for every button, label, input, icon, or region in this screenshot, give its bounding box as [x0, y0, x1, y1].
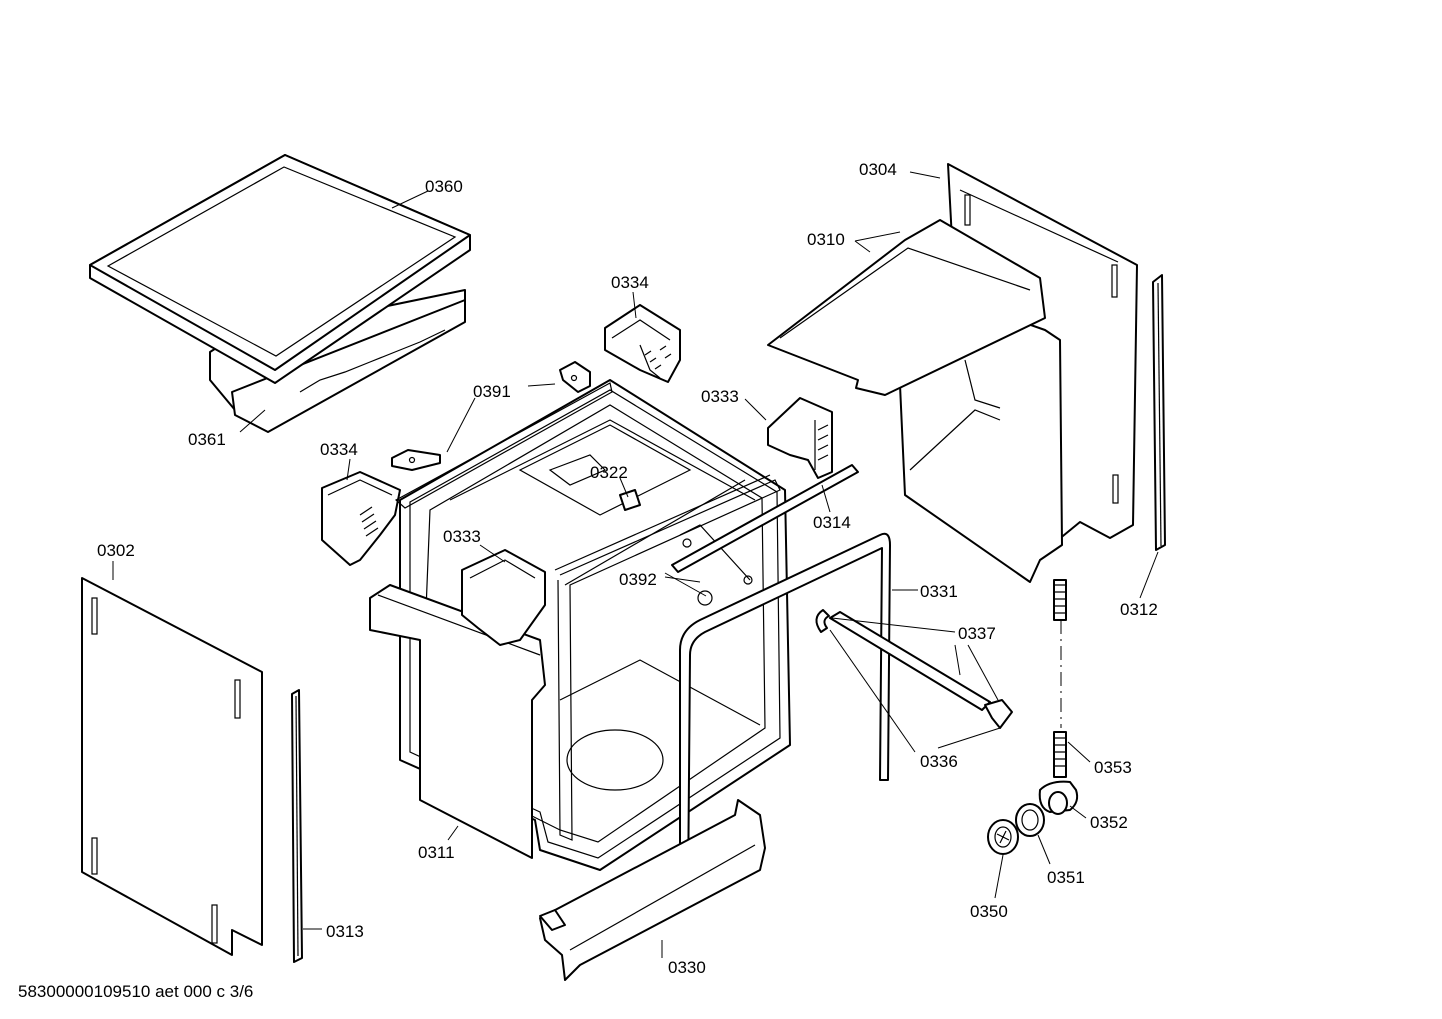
label-0334-left: 0334	[320, 440, 358, 459]
label-0322: 0322	[590, 463, 628, 482]
clip-bracket-top	[604, 304, 681, 383]
door-seal-frame	[394, 382, 781, 841]
side-panel-with-strut	[767, 163, 1138, 583]
label-0334-top: 0334	[611, 273, 649, 292]
label-0310: 0310	[807, 230, 845, 249]
leader-lines	[112, 171, 1159, 958]
label-0314: 0314	[813, 513, 851, 532]
document-id: 58300000109510 aet 000 c 3/6	[18, 982, 253, 1001]
label-0302: 0302	[97, 541, 135, 560]
label-0360: 0360	[425, 177, 463, 196]
label-0391: 0391	[473, 382, 511, 401]
connector-box-right	[767, 397, 833, 479]
hinge-bracket-parts	[391, 361, 591, 471]
label-0333-left: 0333	[443, 527, 481, 546]
part-labels: 0360 0361 0334 0391 0334 0333 0322 0304 …	[97, 160, 1158, 977]
label-0392: 0392	[619, 570, 657, 589]
bottom-trim	[539, 799, 766, 981]
label-0333-right: 0333	[701, 387, 739, 406]
label-0311: 0311	[418, 843, 455, 862]
label-0313: 0313	[326, 922, 364, 941]
side-panel-left	[81, 577, 263, 956]
label-0336: 0336	[920, 752, 958, 771]
label-0350: 0350	[970, 902, 1008, 921]
label-0312: 0312	[1120, 600, 1158, 619]
clip-bracket-left	[321, 471, 401, 566]
spray-arm-rod	[815, 609, 1013, 729]
label-0337: 0337	[958, 624, 996, 643]
label-0353: 0353	[1094, 758, 1132, 777]
hose-fittings	[987, 579, 1079, 855]
label-0304: 0304	[859, 160, 897, 179]
label-0352: 0352	[1090, 813, 1128, 832]
seal-strip-left	[291, 689, 303, 963]
label-0351: 0351	[1047, 868, 1085, 887]
worktop-part	[89, 154, 471, 433]
label-0330: 0330	[668, 958, 706, 977]
seal-strip-right	[1152, 274, 1166, 551]
door-seal-loop	[679, 532, 891, 899]
cross-bar	[671, 464, 859, 573]
connector-box-left	[461, 549, 546, 646]
label-0331: 0331	[920, 582, 958, 601]
label-0361: 0361	[188, 430, 226, 449]
